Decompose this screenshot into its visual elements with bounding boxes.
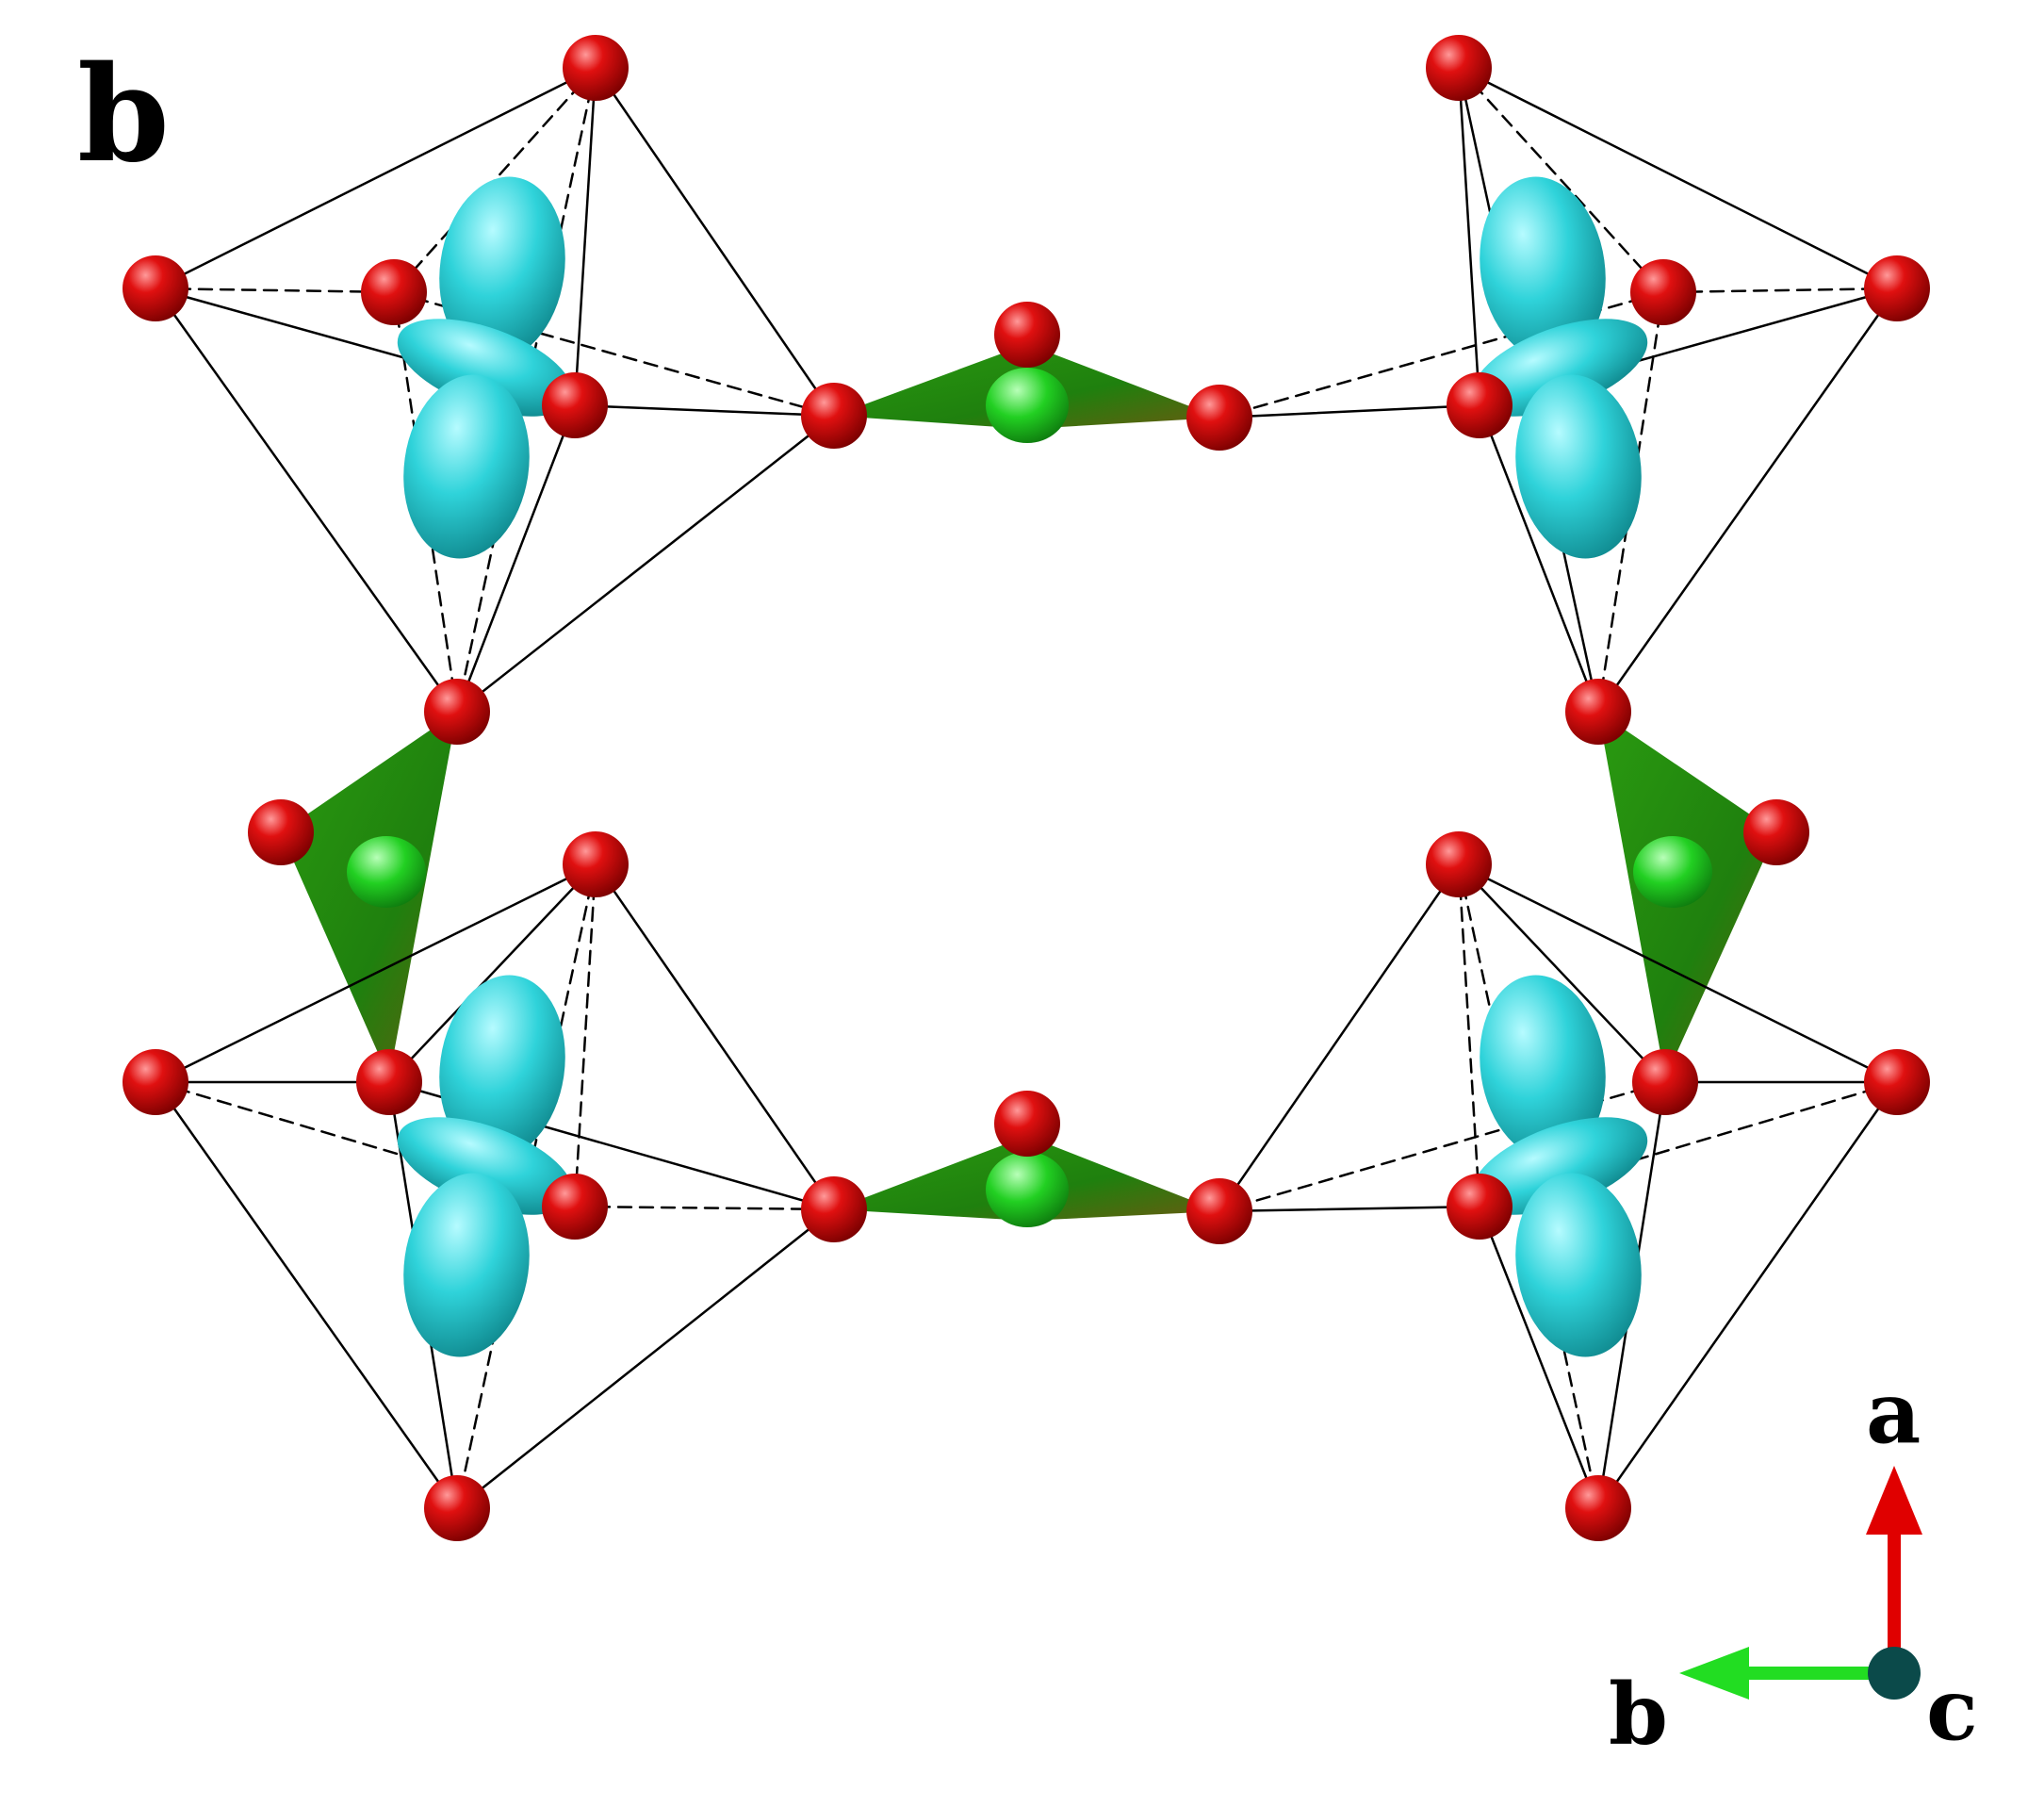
oxygen-atom <box>1864 1049 1930 1115</box>
oxygen-atom <box>542 1174 608 1240</box>
bond-line <box>387 862 597 1084</box>
orbital <box>1471 176 1648 559</box>
oxygen-atom <box>1186 385 1252 451</box>
orbital-ring <box>1471 1117 1648 1215</box>
orbital-lobe-lower <box>403 374 530 559</box>
bond-line-dashed <box>392 290 459 714</box>
oxygen-atom <box>361 259 427 325</box>
bond-line-dashed <box>1661 287 1899 294</box>
oxygen-atom <box>1743 799 1809 865</box>
oxygen-atom <box>123 1049 188 1115</box>
tetrahedral-center-atom <box>986 368 1069 443</box>
orbital <box>397 176 574 559</box>
bond-line <box>1218 403 1481 419</box>
orbital <box>1471 975 1648 1357</box>
bond-line <box>1478 403 1600 714</box>
bond-line <box>154 66 597 290</box>
axis-c-marker <box>1868 1647 1921 1700</box>
oxygen-atom <box>424 679 490 745</box>
bond-line <box>1218 1205 1481 1213</box>
bond-line <box>154 1080 459 1510</box>
bond-line <box>1457 862 1667 1084</box>
bond-line-dashed <box>1596 290 1665 714</box>
bond-line-dashed <box>573 1205 836 1211</box>
bond-line-dashed <box>573 862 597 1208</box>
axis-a-arrowhead <box>1866 1466 1922 1535</box>
orbital-ring <box>1471 319 1648 417</box>
oxygen-atom <box>994 1091 1060 1157</box>
bond-line <box>594 862 836 1211</box>
oxygen-atom <box>1864 255 1930 321</box>
tetrahedral-center-atom <box>1633 836 1712 908</box>
oxygen-atom <box>123 255 188 321</box>
oxygen-atom <box>1426 831 1492 897</box>
bond-line <box>154 287 459 714</box>
axis-b-arrowhead <box>1679 1647 1749 1700</box>
bond-line <box>1457 862 1899 1084</box>
bond-line-dashed <box>1457 862 1481 1208</box>
tetrahedral-center-atom <box>986 1152 1069 1227</box>
orbital-lobe-upper <box>1480 176 1606 361</box>
bond-line-dashed <box>1457 66 1665 294</box>
bond-line <box>573 403 836 418</box>
orbital-lobe-upper <box>1480 975 1606 1159</box>
axis-label-a: a <box>1866 1363 1921 1463</box>
oxygen-atom <box>1632 1049 1698 1115</box>
oxygen-atom <box>1186 1178 1252 1244</box>
bond-line <box>154 862 597 1084</box>
atom-layer <box>123 35 1930 1541</box>
orbital-ring <box>397 319 574 417</box>
axis-triad: a b c <box>1609 1363 1978 1765</box>
oxygen-atom <box>542 372 608 438</box>
oxygen-atom <box>1565 1475 1631 1541</box>
orbital-ring <box>397 1117 574 1215</box>
bond-line <box>455 403 577 714</box>
bond-line <box>1457 66 1481 407</box>
axis-label-c: c <box>1926 1660 1978 1760</box>
oxygen-atom <box>801 383 867 449</box>
panel-label: b <box>77 38 170 192</box>
bond-line <box>455 1207 836 1510</box>
orbital-lobe-upper <box>439 176 565 361</box>
tetrahedral-center-atom <box>347 836 426 908</box>
oxygen-atom <box>248 799 314 865</box>
bond-line <box>1596 1080 1899 1510</box>
orbital-lobe-lower <box>1515 1173 1642 1357</box>
orbital <box>397 975 574 1357</box>
orbital-lobe-lower <box>403 1173 530 1357</box>
bond-line <box>573 66 597 407</box>
bond-line <box>1457 66 1899 290</box>
bond-line <box>1478 1205 1600 1510</box>
oxygen-atom <box>1565 679 1631 745</box>
bond-line-dashed <box>154 287 396 294</box>
orbital-lobes <box>397 176 1648 1357</box>
oxygen-atom <box>356 1049 422 1115</box>
oxygen-atom <box>1447 1174 1513 1240</box>
axis-label-b: b <box>1609 1665 1668 1765</box>
bond-line <box>1218 862 1461 1213</box>
bond-line <box>1596 287 1899 714</box>
bond-line <box>455 414 836 714</box>
oxygen-atom <box>1630 259 1696 325</box>
oxygen-atom <box>801 1176 867 1242</box>
oxygen-atom <box>994 302 1060 368</box>
oxygen-atom <box>1447 372 1513 438</box>
oxygen-atom <box>563 831 629 897</box>
orbital-lobe-lower <box>1515 374 1642 559</box>
orbital-lobe-upper <box>439 975 565 1159</box>
oxygen-atom <box>424 1475 490 1541</box>
oxygen-atom <box>563 35 629 101</box>
oxygen-atom <box>1426 35 1492 101</box>
bond-line-dashed <box>1478 1080 1899 1208</box>
bond-line <box>594 66 836 418</box>
bond-line-dashed <box>154 1080 577 1208</box>
